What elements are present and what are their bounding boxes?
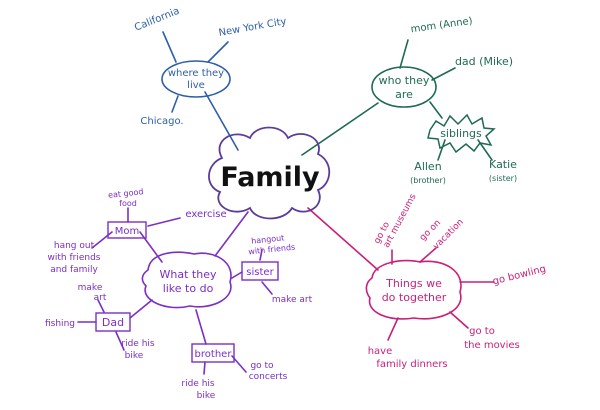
- line-things-to-dinners: [387, 317, 399, 341]
- sibling-allen-role: (brother): [410, 176, 446, 185]
- brother-ride-line1: ride his: [181, 379, 215, 389]
- mom-hang-line3: and family: [50, 265, 98, 275]
- dad-fishing: fishing: [45, 319, 75, 329]
- dad-box-label: Dad: [102, 316, 124, 329]
- dad-make-line1: make: [78, 283, 103, 293]
- activity-bowling: go bowling: [492, 264, 548, 288]
- activity-museums-line2: art museums: [382, 192, 419, 249]
- dad-make-line2: art: [94, 293, 107, 303]
- dad-ride-line1: ride his: [121, 339, 155, 349]
- line-center-to-things: [307, 207, 379, 271]
- what-they-like-title-line2: like to do: [163, 282, 214, 295]
- sibling-katie-role: (sister): [489, 174, 517, 183]
- line-mom-to-what: [139, 231, 163, 263]
- line-sister-to-what: [231, 271, 243, 279]
- line-where-to-california: [162, 31, 177, 63]
- member-mom: mom (Anne): [410, 16, 473, 36]
- line-things-to-vacation: [419, 247, 437, 263]
- mom-box: [107, 221, 147, 239]
- line-dad-to-what: [129, 299, 153, 319]
- brother-go-line2: concerts: [249, 372, 288, 382]
- line-center-to-who: [301, 102, 379, 156]
- line-who-to-siblings: [429, 101, 443, 119]
- mom-eat-line2: food: [119, 199, 137, 208]
- siblings-burst-shape: [427, 113, 496, 154]
- line-where-to-chicago: [171, 95, 179, 113]
- sister-hang-line1: hangout: [251, 233, 285, 245]
- activity-dinners-line1: have: [368, 346, 393, 357]
- sister-box: [241, 261, 279, 281]
- who-they-are-branch: who they are mom (Anne) dad (Mike) sibli…: [371, 16, 517, 185]
- place-chicago: Chicago.: [140, 116, 183, 127]
- who-they-are-title-line1: who they: [379, 74, 430, 87]
- center-cloud-shape: [208, 126, 331, 220]
- what-they-like-branch: What they like to do Mom eat good food e…: [45, 187, 313, 401]
- mom-eat-line1: eat good: [108, 187, 144, 200]
- dad-ride-line2: bike: [125, 351, 144, 361]
- line-dad-to-ride: [115, 331, 125, 351]
- where-they-live-title-line2: live: [187, 80, 205, 91]
- brother-ride-line2: bike: [197, 391, 216, 401]
- dad-box: [95, 312, 131, 332]
- line-mom-to-hangout: [91, 231, 113, 249]
- brother-box-label: brother: [195, 349, 233, 360]
- mom-hang-line1: hang out: [54, 241, 95, 251]
- activity-movies-line2: the movies: [464, 340, 520, 351]
- things-together-branch: Things we do together go to art museums …: [365, 192, 548, 370]
- things-together-title-line1: Things we: [385, 277, 442, 290]
- line-center-to-what: [214, 211, 249, 257]
- brother-box: [191, 343, 235, 363]
- who-they-are-bubble: [371, 66, 437, 108]
- siblings-label: siblings: [440, 127, 482, 140]
- things-together-title-line2: do together: [382, 291, 447, 304]
- activity-dinners-line2: family dinners: [376, 359, 447, 370]
- mom-exercise: exercise: [185, 209, 226, 220]
- place-new-york-city: New York City: [218, 16, 288, 39]
- line-brother-to-what: [195, 309, 207, 345]
- center-node: Family: [208, 126, 331, 220]
- line-things-to-movies: [449, 311, 469, 329]
- things-together-bubble: [365, 259, 462, 320]
- line-center-to-where: [204, 91, 239, 151]
- line-dad-to-art: [97, 299, 105, 313]
- sister-make-art: make art: [272, 295, 313, 305]
- mom-hang-line2: with friends: [48, 253, 101, 263]
- center-label: Family: [220, 162, 320, 193]
- line-siblings-to-allen: [437, 139, 446, 161]
- connectors: [77, 31, 495, 375]
- where-they-live-bubble: [161, 60, 231, 98]
- line-who-to-mom: [399, 39, 409, 69]
- sibling-allen-name: Allen: [414, 160, 441, 173]
- line-brother-to-ride: [203, 361, 206, 375]
- mom-box-label: Mom: [115, 226, 140, 237]
- activity-movies-line1: go to: [469, 326, 495, 337]
- what-they-like-title-line1: What they: [160, 268, 217, 281]
- sister-box-label: sister: [246, 267, 274, 278]
- who-they-are-title-line2: are: [395, 88, 413, 101]
- member-dad: dad (Mike): [455, 55, 513, 68]
- line-where-to-newyork: [207, 41, 229, 63]
- what-they-like-bubble: [141, 251, 232, 309]
- where-they-live-branch: where they live California New York City…: [133, 6, 287, 127]
- place-california: California: [133, 6, 181, 34]
- line-who-to-dad: [431, 67, 456, 81]
- line-sister-to-art: [261, 281, 273, 295]
- sibling-katie-name: Katie: [489, 158, 517, 171]
- brother-go-line1: go to: [250, 361, 274, 371]
- line-mom-to-exercise: [147, 217, 181, 227]
- line-sister-to-hangout: [259, 249, 263, 261]
- where-they-live-title-line1: where they: [168, 68, 224, 79]
